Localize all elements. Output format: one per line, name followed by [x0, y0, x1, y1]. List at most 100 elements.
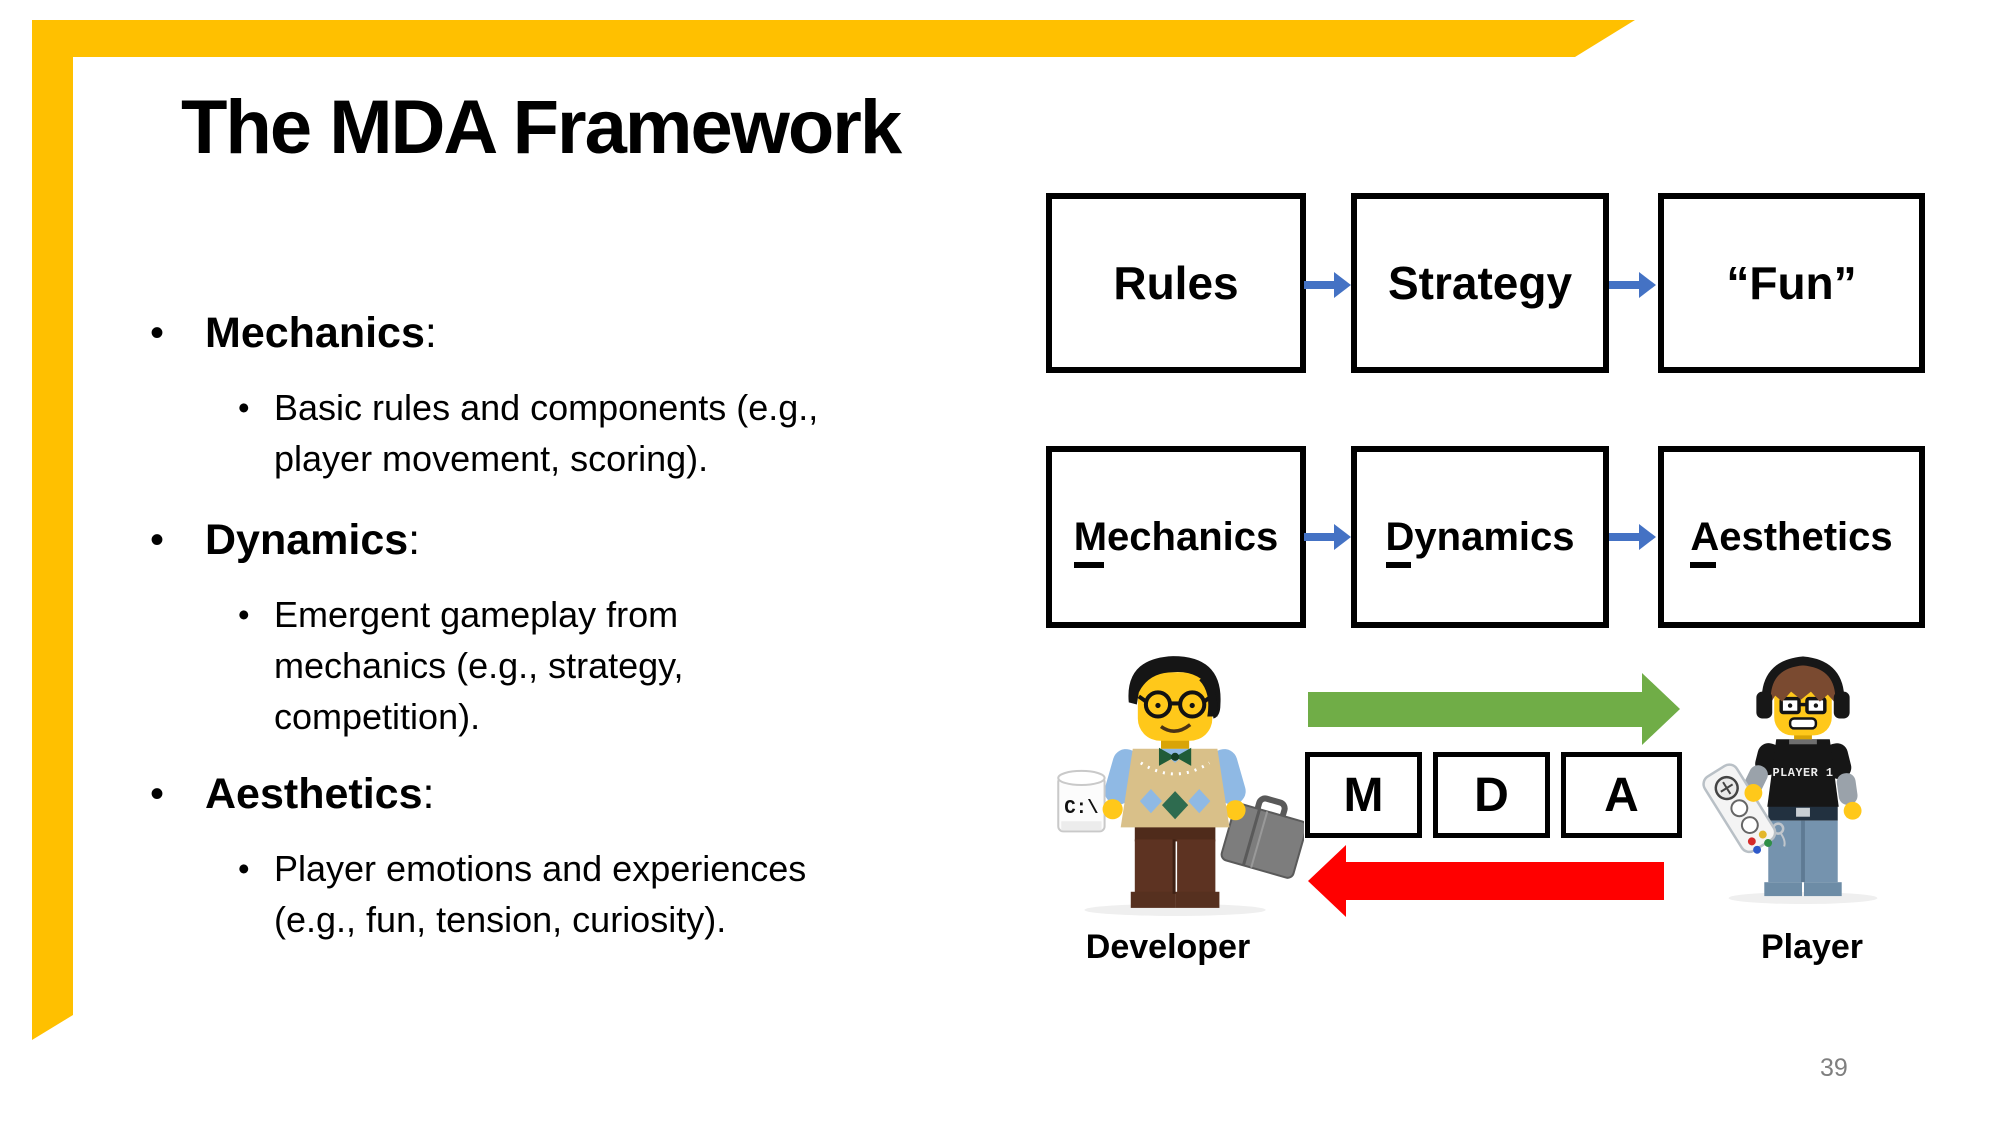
flow-box-strategy-label: Strategy [1387, 257, 1573, 309]
player-minifig-image: PLAYER 1 [1702, 656, 1878, 905]
flow-box-strategy: Strategy [1351, 193, 1609, 373]
flow-box-rules: Rules [1046, 193, 1306, 373]
bullet-term-text: Dynamics [205, 516, 409, 564]
flow-box-aesthetics: Aesthetics [1658, 446, 1925, 628]
figure-shadow [1084, 903, 1266, 916]
grin [1788, 717, 1818, 730]
mda-box-a: A [1561, 752, 1682, 838]
bullet-term: Aesthetics: [205, 766, 434, 822]
bullet-term-row: • Mechanics: [150, 305, 910, 361]
sub-bullet-text: Player emotions and experiences [274, 848, 807, 889]
sub-bullet-dot: • [238, 389, 250, 426]
flow-box-aesthetics-label: Aesthetics [1690, 515, 1892, 560]
label-rest: esthetics [1719, 514, 1893, 559]
right-arrow-icon [1304, 524, 1351, 550]
developer-label: Developer [1085, 928, 1251, 966]
player-hair [1769, 662, 1837, 704]
bow-tie [1158, 747, 1176, 766]
bullet-term-suffix: : [408, 516, 421, 564]
flow-box-fun-label: “Fun” [1726, 257, 1857, 309]
bullet-dot: • [150, 311, 165, 355]
right-arrow-icon [1609, 272, 1656, 298]
left-leg [1134, 839, 1174, 894]
argyle-vest [1120, 747, 1230, 828]
neck [1160, 738, 1190, 749]
sub-bullet-dot: • [238, 850, 250, 887]
sub-bullet-dot: • [238, 596, 250, 633]
neck [1794, 731, 1812, 740]
right-arrow-icon [1304, 272, 1351, 298]
mda-box-a-label: A [1604, 768, 1639, 822]
sub-bullet-row: • Player emotions and experiences [150, 843, 910, 894]
smile [1159, 723, 1192, 733]
bullet-term-row: • Aesthetics: [150, 766, 910, 822]
green-right-arrow-icon [1308, 673, 1680, 745]
glasses-icon [1137, 690, 1213, 719]
bullet-term: Dynamics: [205, 512, 420, 568]
bullet-term-row: • Dynamics: [150, 512, 910, 568]
mda-box-m: M [1305, 752, 1422, 838]
bullet-group-dynamics: • Dynamics: • Emergent gameplay from mec… [150, 512, 910, 742]
left-foot [1130, 891, 1176, 908]
right-leg [1177, 839, 1216, 894]
sub-bullet-row: • Emergent gameplay from [150, 589, 910, 640]
mda-box-d-label: D [1474, 768, 1509, 822]
right-forearm [1836, 773, 1858, 805]
underlined-initial: M [1073, 514, 1108, 559]
sub-bullet-row-cont: mechanics (e.g., strategy, [150, 640, 910, 691]
coffee-mug: C:\ [1057, 769, 1106, 833]
bullet-term-suffix: : [422, 770, 435, 818]
glasses-icon [1779, 696, 1827, 715]
sub-bullet-text: player movement, scoring). [274, 438, 709, 479]
bullet-term-text: Aesthetics [205, 770, 423, 818]
accent-band-top [32, 20, 1635, 57]
left-foot [1764, 882, 1803, 897]
flow-box-dynamics-label: Dynamics [1386, 515, 1575, 560]
developer-hair [1128, 656, 1221, 719]
page-number: 39 [1820, 1054, 1848, 1082]
mug-text: C:\ [1064, 797, 1098, 819]
bullet-term: Mechanics: [205, 305, 437, 361]
flow-box-dynamics: Dynamics [1351, 446, 1609, 628]
hips [1134, 825, 1216, 842]
figure-shadow [1728, 892, 1878, 905]
bullet-dot: • [150, 518, 165, 562]
sub-bullet-text: (e.g., fun, tension, curiosity). [274, 899, 727, 940]
sub-bullet-row-cont: player movement, scoring). [150, 433, 910, 484]
flow-box-mechanics: Mechanics [1046, 446, 1306, 628]
page-title: The MDA Framework [181, 85, 902, 170]
head [1137, 672, 1213, 741]
underlined-initial: A [1690, 514, 1720, 559]
shirt-text: PLAYER 1 [1772, 766, 1833, 780]
headphones-icon [1761, 656, 1845, 697]
right-foot [1803, 882, 1842, 897]
belt-buckle [1796, 807, 1810, 817]
bullet-group-mechanics: • Mechanics: • Basic rules and component… [150, 305, 910, 484]
right-hand [1843, 801, 1862, 820]
bullet-term-suffix: : [424, 309, 437, 357]
briefcase [1220, 795, 1304, 879]
game-controller [1702, 763, 1777, 854]
underlined-initial: D [1385, 514, 1415, 559]
label-rest: echanics [1107, 514, 1279, 559]
bullet-term-text: Mechanics [205, 309, 425, 357]
player-label: Player [1760, 928, 1864, 966]
collar [1789, 739, 1817, 745]
left-hand [1102, 799, 1123, 820]
sub-bullet-text: mechanics (e.g., strategy, [274, 645, 684, 686]
sub-bullet-row-cont: (e.g., fun, tension, curiosity). [150, 894, 910, 945]
bullet-group-aesthetics: • Aesthetics: • Player emotions and expe… [150, 766, 910, 945]
mda-box-m-label: M [1343, 768, 1384, 822]
developer-minifig-image: C:\ [1057, 656, 1304, 916]
sub-bullet-text: Basic rules and components (e.g., [274, 387, 819, 428]
right-leg [1804, 820, 1838, 883]
sub-bullet-text: competition). [274, 696, 481, 737]
bullet-dot: • [150, 772, 165, 816]
left-hand [1744, 783, 1763, 802]
right-foot [1175, 891, 1220, 908]
label-rest: ynamics [1414, 514, 1575, 559]
red-left-arrow-icon [1308, 845, 1664, 917]
torso [1767, 739, 1839, 807]
flow-box-rules-label: Rules [1113, 257, 1239, 309]
